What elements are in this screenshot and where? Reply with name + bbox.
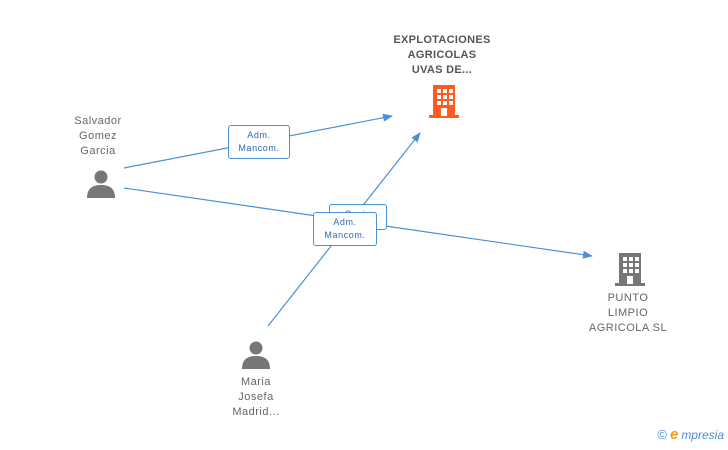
relation-line2: Mancom. (324, 230, 366, 240)
building-icon[interactable] (614, 251, 648, 287)
relation-line1: Adm. (333, 217, 357, 227)
person-icon[interactable] (241, 340, 271, 370)
building-icon[interactable] (428, 83, 462, 119)
copyright-symbol: © (657, 427, 667, 442)
brand-logo-text: mpresia (681, 427, 724, 442)
relation-line1: Adm. (247, 130, 271, 140)
company-punto-limpio-label[interactable]: PUNTO LIMPIO AGRICOLA SL (588, 292, 668, 334)
relation-label-adm-mancom[interactable]: Adm. Mancom. (313, 212, 377, 246)
person-salvador-label[interactable]: Salvador Gomez Garcia (74, 115, 122, 157)
relation-label-adm-mancom[interactable]: Adm. Mancom. (228, 125, 290, 159)
person-maria-label[interactable]: Maria Josefa Madrid... (232, 376, 280, 418)
relation-line2: Mancom. (238, 143, 280, 153)
company-explotaciones-label[interactable]: EXPLOTACIONES AGRICOLAS UVAS DE... (393, 34, 491, 76)
brand-logo-e: e (669, 426, 679, 443)
person-icon[interactable] (86, 169, 116, 199)
